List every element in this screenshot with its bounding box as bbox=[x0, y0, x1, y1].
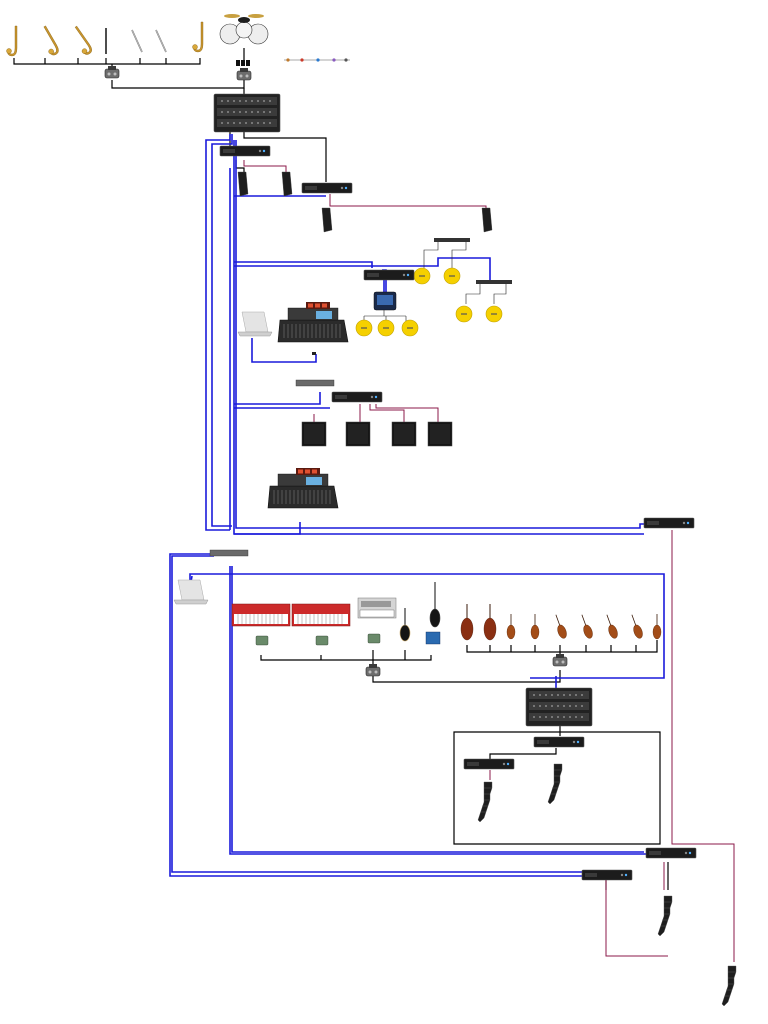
network-switch-icon bbox=[209, 549, 249, 557]
alto-sax-icon bbox=[36, 25, 61, 58]
string-section bbox=[460, 603, 662, 667]
network-switch-icon bbox=[295, 379, 335, 387]
violin-icon bbox=[577, 612, 595, 640]
monitor-speaker-icon bbox=[281, 171, 293, 197]
personal-mixer-icon bbox=[373, 291, 397, 311]
digital-cables bbox=[169, 134, 665, 877]
antenna-distro-icon bbox=[434, 238, 470, 242]
amplifier-icon bbox=[533, 736, 585, 748]
iem-pack-icon bbox=[455, 305, 473, 323]
speaker-cables bbox=[243, 160, 735, 962]
stage-piano-icon bbox=[291, 603, 351, 627]
iem-pack-icon bbox=[377, 319, 395, 337]
port-icon bbox=[312, 352, 316, 355]
monitor-console-icon bbox=[277, 301, 349, 343]
channel-legend bbox=[284, 58, 350, 62]
amplifier-icon bbox=[645, 847, 697, 859]
baritone-sax-icon bbox=[192, 21, 204, 53]
flute-icon bbox=[131, 29, 143, 53]
di-box-icon bbox=[367, 633, 381, 644]
stage-piano-icon bbox=[231, 603, 291, 627]
amplifier-icon bbox=[301, 182, 353, 194]
di-box-icon bbox=[236, 60, 250, 66]
line-array-icon bbox=[721, 965, 737, 1007]
amplifier-icon bbox=[219, 145, 271, 157]
foh-console-icon bbox=[267, 467, 339, 509]
wind-section bbox=[6, 21, 204, 79]
stage-box-icon bbox=[552, 653, 568, 667]
line-array-icon bbox=[547, 763, 563, 805]
monitor-speaker-icon bbox=[321, 207, 333, 233]
amplifier-icon bbox=[581, 869, 633, 881]
analog-cables bbox=[13, 48, 669, 890]
iem-pack-icon bbox=[413, 267, 431, 285]
monitor-speaker-icon bbox=[237, 171, 249, 197]
band-section bbox=[231, 581, 441, 677]
cello-icon bbox=[460, 603, 474, 641]
io-rack-icon bbox=[213, 93, 281, 133]
viola-icon bbox=[530, 613, 540, 640]
amplifier-icon bbox=[643, 517, 695, 529]
iem-pack-icon bbox=[355, 319, 373, 337]
amplifier-icon bbox=[331, 391, 383, 403]
laptop-icon bbox=[237, 311, 273, 337]
subwoofer-icon bbox=[391, 421, 417, 447]
di-box-icon bbox=[255, 635, 269, 646]
bass-guitar-icon bbox=[429, 581, 441, 628]
iem-pack-icon bbox=[485, 305, 503, 323]
tenor-sax-icon bbox=[67, 25, 95, 57]
iem-pack-icon bbox=[443, 267, 461, 285]
cello-icon bbox=[483, 603, 497, 641]
stage-box-icon bbox=[236, 67, 252, 81]
subwoofer-icon bbox=[345, 421, 371, 447]
line-array-icon bbox=[477, 781, 493, 823]
viola-icon bbox=[506, 613, 516, 640]
monitor-speaker-icon bbox=[481, 207, 493, 233]
line-array-icon bbox=[657, 895, 673, 937]
di-box-icon bbox=[425, 631, 441, 645]
laptop-icon bbox=[173, 579, 209, 605]
violin-icon bbox=[627, 612, 645, 640]
io-rack-icon bbox=[525, 687, 593, 727]
subwoofer-icon bbox=[301, 421, 327, 447]
synth-icon bbox=[357, 597, 397, 619]
iem-transmitter-icon bbox=[363, 269, 415, 281]
violin-icon bbox=[652, 613, 662, 640]
drum-section bbox=[219, 14, 350, 81]
amplifier-icon bbox=[463, 758, 515, 770]
stage-box-icon bbox=[104, 65, 120, 79]
antenna-distro-icon bbox=[476, 280, 512, 284]
alto-sax-icon bbox=[6, 25, 18, 57]
iem-pack-icon bbox=[401, 319, 419, 337]
stage-box-icon bbox=[365, 663, 381, 677]
violin-icon bbox=[602, 612, 620, 640]
electric-guitar-icon bbox=[399, 607, 411, 642]
drum-kit-icon bbox=[219, 14, 269, 45]
flute-icon bbox=[155, 29, 167, 53]
di-box-icon bbox=[315, 635, 329, 646]
iem-cluster bbox=[355, 238, 512, 337]
violin-icon bbox=[551, 612, 569, 640]
subwoofer-icon bbox=[427, 421, 453, 447]
